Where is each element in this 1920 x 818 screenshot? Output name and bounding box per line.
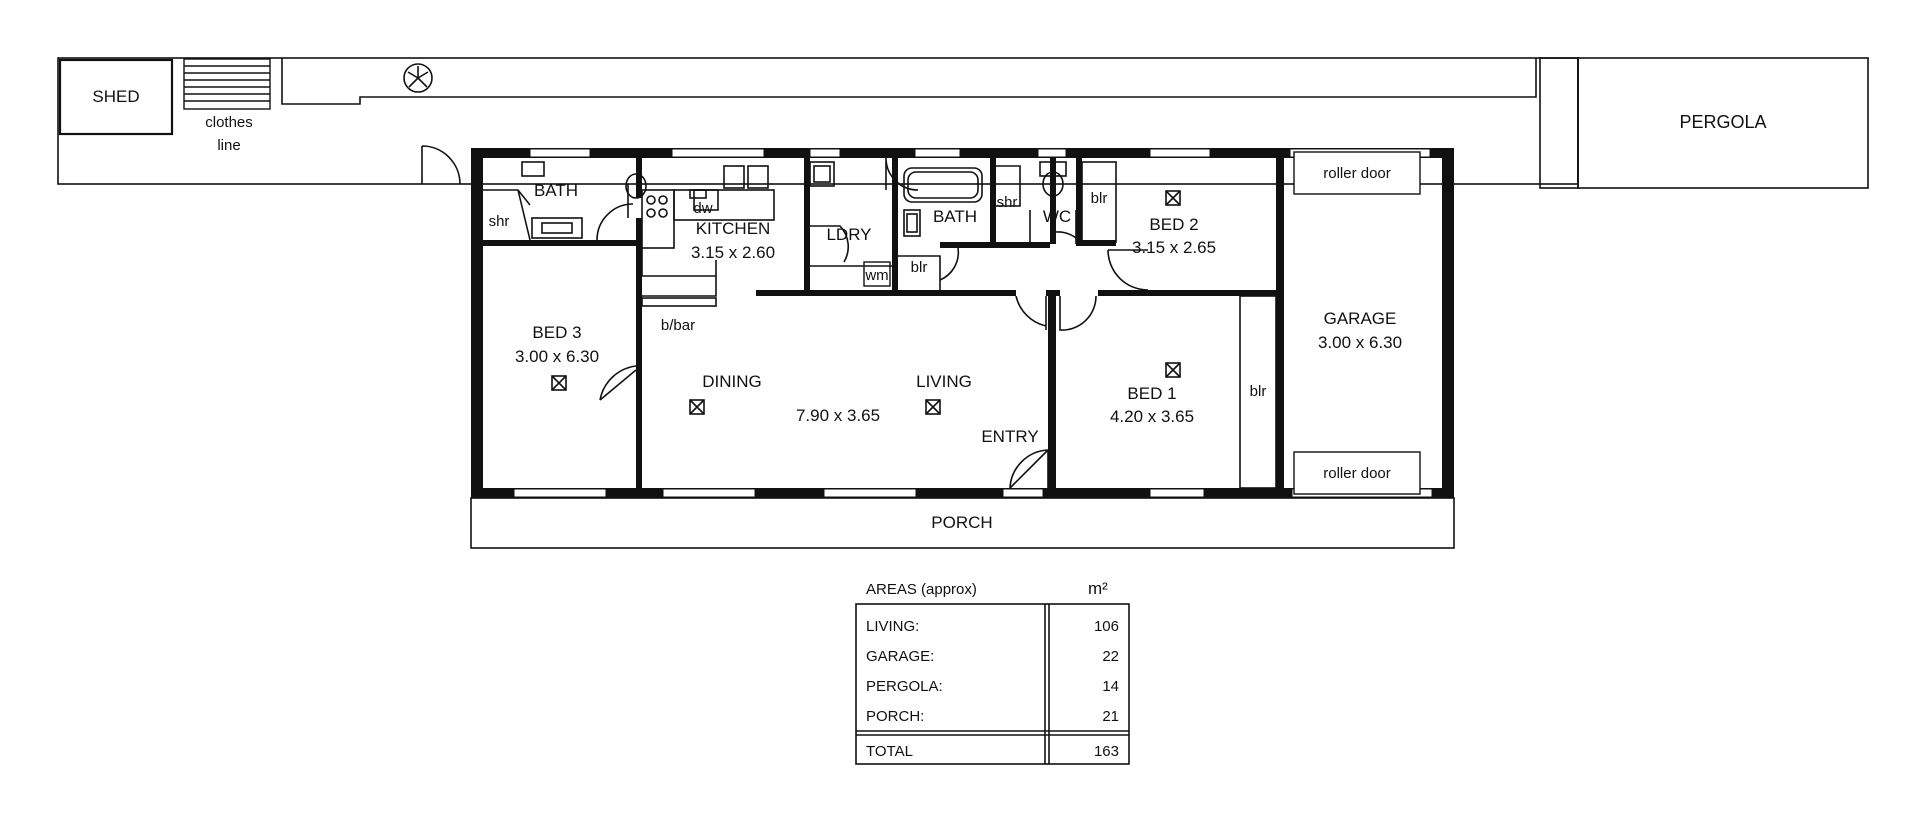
bath-mid-label: BATH <box>933 207 977 226</box>
light-icon <box>1165 190 1181 206</box>
areas-row-value: 21 <box>1102 708 1119 725</box>
wm-label: wm <box>864 267 888 284</box>
garage-label: GARAGE <box>1324 309 1397 328</box>
entry-label: ENTRY <box>981 427 1038 446</box>
interior-walls <box>483 158 1284 488</box>
light-icon <box>925 399 941 415</box>
clothes-line-icon <box>183 58 271 110</box>
raised-bed <box>281 58 1537 105</box>
areas-row-label: PORCH: <box>866 708 924 725</box>
roller-door-bottom-label: roller door <box>1323 465 1391 482</box>
ldry-label: LDRY <box>826 225 871 244</box>
light-icon <box>689 399 705 415</box>
roller-door-top-label: roller door <box>1323 165 1391 182</box>
dining-label: DINING <box>702 372 762 391</box>
bed3-label: BED 3 <box>532 323 581 342</box>
areas-title: AREAS (approx) <box>866 581 977 598</box>
shr-mid-label: shr <box>997 194 1018 211</box>
areas-total-label: TOTAL <box>866 743 913 760</box>
shed <box>58 58 174 136</box>
blr-bed2-label: blr <box>1091 190 1108 207</box>
areas-row-label: GARAGE: <box>866 648 934 665</box>
bed1-label: BED 1 <box>1127 384 1176 403</box>
garage-dim-label: 3.00 x 6.30 <box>1318 333 1402 352</box>
exterior-walls <box>471 148 1454 498</box>
clothes-line-label-2: line <box>217 137 240 154</box>
outdoor-area: SHED clothes line PERGOLA <box>57 57 1869 189</box>
bed2-dim-label: 3.15 x 2.65 <box>1132 238 1216 257</box>
areas-total-value: 163 <box>1094 743 1119 760</box>
areas-row-label: PERGOLA: <box>866 678 943 695</box>
blr-mid-label: blr <box>911 259 928 276</box>
fixtures <box>483 151 1421 495</box>
areas-row-value: 106 <box>1094 618 1119 635</box>
areas-row-value: 14 <box>1102 678 1119 695</box>
blr-bed1-label: blr <box>1250 383 1267 400</box>
wc-label: WC <box>1043 207 1071 226</box>
living-label: LIVING <box>916 372 972 391</box>
areas-table: AREAS (approx) m² LIVING: 106 GARAGE: 22… <box>855 579 1130 765</box>
tree-icon <box>403 63 433 93</box>
shed-label: SHED <box>92 87 139 106</box>
living-dim-label: 7.90 x 3.65 <box>796 406 880 425</box>
bed3-dim-label: 3.00 x 6.30 <box>515 347 599 366</box>
light-icon <box>551 375 567 391</box>
areas-unit: m² <box>1088 579 1108 598</box>
clothes-line-label: clothes <box>205 114 253 131</box>
room-labels: BATH shr dw KITCHEN 3.15 x 2.60 LDRY wm … <box>489 165 1402 532</box>
bath-left-label: BATH <box>534 181 578 200</box>
gate-swing <box>421 145 461 185</box>
pergola-label: PERGOLA <box>1679 112 1766 132</box>
light-icon <box>1165 362 1181 378</box>
kitchen-label: KITCHEN <box>696 219 771 238</box>
porch-label: PORCH <box>931 513 992 532</box>
porch <box>470 497 1455 549</box>
areas-row-label: LIVING: <box>866 618 919 635</box>
dw-label: dw <box>693 200 712 217</box>
bed2-label: BED 2 <box>1149 215 1198 234</box>
pergola-post <box>1539 57 1579 189</box>
bed1-dim-label: 4.20 x 3.65 <box>1110 407 1194 426</box>
kitchen-dim-label: 3.15 x 2.60 <box>691 243 775 262</box>
bbar-label: b/bar <box>661 317 695 334</box>
shr-left-label: shr <box>489 213 510 230</box>
areas-row-value: 22 <box>1102 648 1119 665</box>
